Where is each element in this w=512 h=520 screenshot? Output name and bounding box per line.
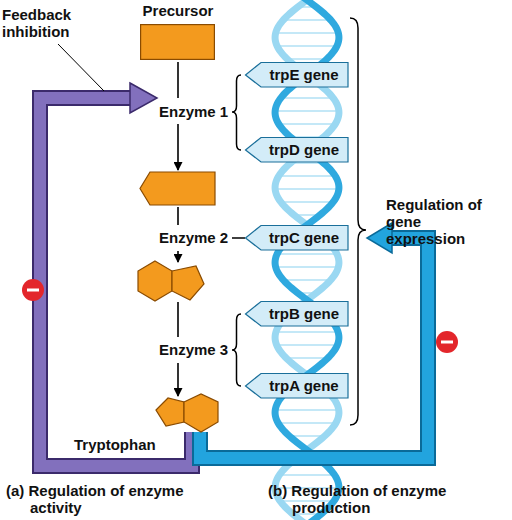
helix-rung — [279, 123, 336, 125]
repression-arrow — [200, 223, 428, 458]
intermediate-molecule — [140, 172, 215, 205]
helix-rung — [281, 201, 334, 203]
helix-rung — [275, 110, 339, 112]
arrow-body — [40, 98, 192, 466]
pathway-arrow — [177, 302, 179, 337]
gene-tick — [232, 237, 245, 239]
minus-bar — [441, 341, 453, 344]
node-label: trpD gene — [261, 141, 347, 159]
helix-rung — [275, 409, 339, 411]
gene-arrow: trpD gene — [245, 137, 349, 163]
helix-rung — [276, 331, 338, 333]
precursor-shape — [140, 24, 215, 60]
arrow-head — [130, 83, 157, 113]
hexagon-ring — [138, 261, 172, 301]
gene-arrow-body — [246, 226, 349, 251]
leader-line — [58, 44, 104, 91]
panel-caption: (a) Regulation of enzyme activity — [6, 482, 226, 516]
pathway-arrow — [177, 124, 179, 170]
gene-brace — [232, 314, 241, 386]
helix-rung — [276, 32, 339, 34]
gene-brace — [232, 75, 241, 150]
pathway-arrow — [177, 363, 179, 396]
gene-arrow: trpA gene — [245, 373, 349, 399]
gene-arrow: trpB gene — [245, 301, 349, 327]
pathway-arrow — [177, 62, 179, 98]
pentagon-ring — [172, 266, 204, 300]
helix-rung — [278, 422, 336, 424]
gene-arrow-body — [246, 374, 349, 399]
helix-rung — [275, 188, 339, 190]
node-label: trpB gene — [261, 305, 347, 323]
enzyme-label: Enzyme 1 — [159, 103, 233, 120]
annotation-label: Feedback inhibition — [2, 6, 90, 40]
inhibition-symbol — [22, 279, 44, 301]
arrow-outline — [40, 98, 192, 466]
pathway-arrow — [177, 207, 179, 225]
helix-rung — [276, 266, 339, 268]
panel-caption: (b) Regulation of enzyme production — [268, 482, 504, 516]
gene-arrow-body — [246, 302, 349, 327]
hexagon-ring — [184, 394, 218, 432]
intermediate-molecule — [138, 261, 204, 301]
enzyme-label: Enzyme 2 — [159, 229, 233, 246]
gene-arrow-body — [246, 63, 349, 88]
enzyme-label: Enzyme 3 — [159, 341, 233, 358]
operon-bracket — [350, 18, 366, 425]
helix-rung — [277, 344, 338, 346]
precursor-box: Precursor — [134, 2, 222, 62]
node-label: trpE gene — [261, 66, 347, 84]
node-label: trpC gene — [261, 229, 347, 247]
arrow-body — [200, 238, 428, 458]
helix-rung — [286, 357, 328, 359]
arrow-outline — [200, 238, 428, 458]
helix-rung — [283, 279, 331, 281]
minus-bar — [27, 289, 39, 292]
gene-arrow-body — [246, 138, 349, 163]
gene-arrow: trpC gene — [245, 225, 349, 251]
helix-rung — [277, 45, 337, 47]
annotation-label: Regulation of gene expression — [386, 196, 482, 247]
feedback-arrow — [40, 83, 192, 466]
pentagon-ring — [156, 398, 184, 426]
helix-rung — [279, 474, 334, 476]
inhibition-symbol — [436, 331, 458, 353]
minus-circle — [436, 331, 458, 353]
helix-rung — [277, 253, 337, 255]
node-label: Tryptophan — [74, 436, 184, 454]
node-label: Precursor — [134, 2, 222, 20]
molecule-shape — [154, 392, 224, 434]
node-label: trpA gene — [261, 377, 347, 395]
helix-rung — [281, 97, 334, 99]
precursor-rect — [141, 25, 215, 60]
minus-circle — [22, 279, 44, 301]
pathway-arrow — [177, 251, 179, 262]
tryptophan-molecule: Tryptophan — [70, 390, 230, 456]
gene-arrow: trpE gene — [245, 62, 349, 88]
helix-rung — [283, 19, 331, 21]
helix-rung — [279, 175, 336, 177]
gene-braces — [232, 18, 366, 425]
